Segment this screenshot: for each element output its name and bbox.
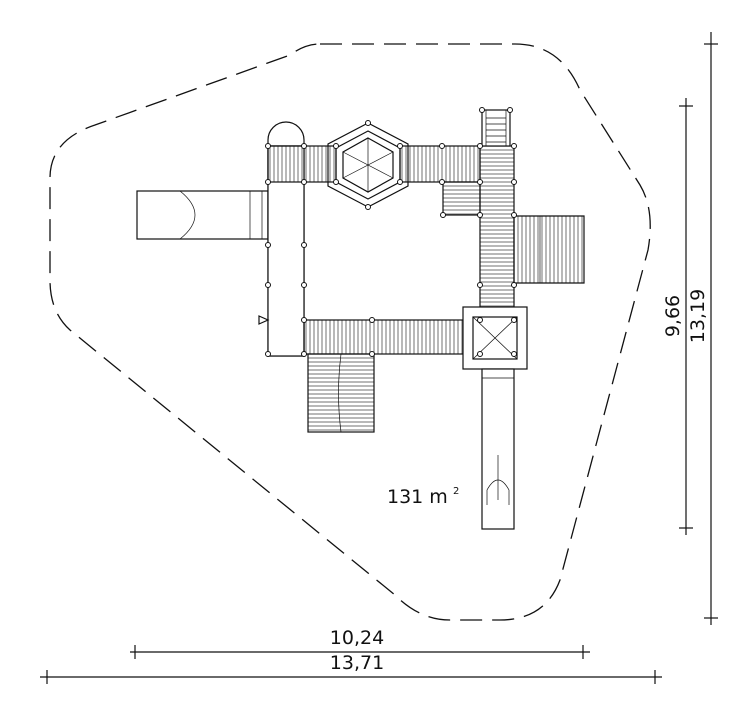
dimension-outer-width [40, 670, 662, 684]
safety-zone-outline [49, 43, 651, 621]
flag-marker [258, 315, 270, 325]
east-ramp [513, 215, 585, 284]
south-stairs [307, 353, 375, 433]
north-bridge-east [399, 145, 481, 183]
south-slide [481, 368, 515, 530]
area-label: 131 m [387, 486, 448, 508]
corner-tower [462, 306, 528, 370]
outer-width-label: 13,71 [330, 652, 384, 674]
inner-width-label: 10,24 [330, 627, 384, 649]
left-slide [136, 190, 269, 240]
dimension-outer-depth [704, 32, 718, 625]
step-platform [442, 181, 481, 216]
west-deck [267, 145, 305, 357]
north-bridge-west [267, 145, 337, 183]
south-bridge [303, 319, 481, 355]
east-deck [479, 145, 515, 323]
hexagon-tower [327, 122, 409, 208]
top-arch [267, 121, 305, 146]
inner-depth-label: 9,66 [662, 295, 684, 337]
outer-depth-label: 13,19 [687, 289, 709, 343]
dimension-inner-width [130, 645, 590, 659]
connection-nodes [265, 107, 517, 357]
dimension-inner-depth [679, 98, 693, 535]
top-ladder [481, 109, 511, 147]
area-unit-superscript: 2 [453, 486, 459, 497]
